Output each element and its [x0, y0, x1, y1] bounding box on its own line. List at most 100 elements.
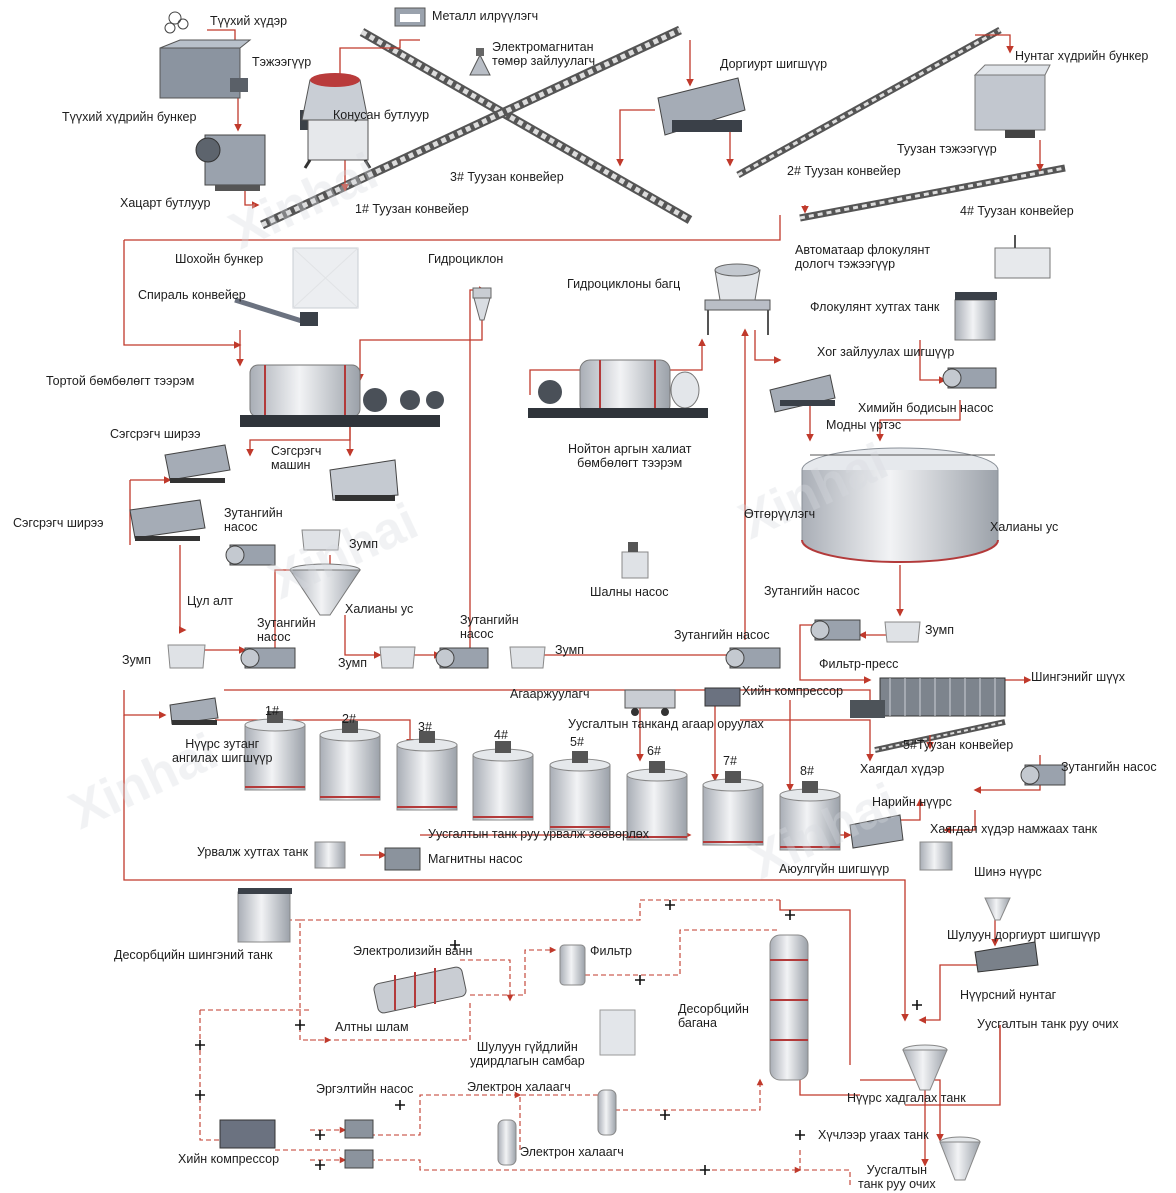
label-carbon-screen: Нүүрс зутанг ангилах шигшүүр: [172, 737, 272, 766]
label-mud-pump: Шалны насос: [590, 585, 669, 599]
valve-markers: [195, 900, 922, 1175]
raw-ore-icon: [165, 12, 188, 33]
sump-left: [168, 645, 205, 668]
reagent-tank: [315, 842, 345, 868]
label-shaking-table-2: Сэгсрэгч ширээ: [13, 516, 104, 530]
label-trash-screen: Хог зайлуулах шигшүүр: [817, 345, 954, 359]
carbon-screen: [170, 698, 218, 725]
electric-heater-1: [598, 1090, 616, 1135]
label-conveyor-5: 5#Туузан конвейер: [903, 738, 1013, 752]
label-overflow-1: Халианы ус: [345, 602, 413, 616]
slurry-pump-5: [811, 620, 860, 640]
label-tailings-tank: Хаягдал хүдэр намжаах танк: [930, 822, 1097, 836]
magnetic-pump: [385, 848, 420, 870]
label-desorption-liquid-tank: Десорбцийн шингэний танк: [114, 948, 272, 962]
label-auto-flocculant-feeder: Автоматаар флокулянт дологч тэжээгүүр: [795, 243, 930, 272]
label-aeration-note: Уусгалтын танканд агаар оруулах: [568, 717, 764, 731]
label-raw-ore-bunker: Түүхий хүдрийн бункер: [62, 110, 196, 124]
sump-2: [380, 647, 415, 668]
label-filter: Фильтр: [590, 944, 632, 958]
hydrocyclone-group: [705, 264, 770, 335]
label-circulating-pump: Эргэлтийн насос: [316, 1082, 413, 1096]
wood-chips-screen: [770, 375, 835, 412]
label-conveyor-2: 2# Туузан конвейер: [787, 164, 901, 178]
linear-control-panel: [600, 1010, 635, 1055]
electrolysis-cell: [373, 966, 467, 1014]
desorption-column: [770, 935, 808, 1080]
label-air-compressor-2: Хийн компрессор: [178, 1152, 279, 1166]
label-slurry-pump-1: Зутангийн насос: [224, 506, 283, 535]
label-overflow-2: Халианы ус: [990, 520, 1058, 534]
label-conveyor-1: 1# Туузан конвейер: [355, 202, 469, 216]
label-sump-left: Зумп: [122, 653, 151, 667]
lime-bunker: [293, 248, 358, 308]
chemical-pump: [943, 368, 996, 388]
label-carbon-storage-tank: Нүүрс хадгалах танк: [847, 1091, 966, 1105]
label-spiral-conveyor: Спираль конвейер: [138, 288, 246, 302]
label-conveyor-4: 4# Туузан конвейер: [960, 204, 1074, 218]
label-sump-1: Зумп: [349, 537, 378, 551]
label-electrolysis-cell: Электролизийн ванн: [353, 944, 472, 958]
jaw-crusher: [196, 135, 265, 191]
mud-pump: [622, 542, 648, 578]
slurry-pump-6: [1021, 765, 1065, 785]
label-wood-chips: Модны үртэс: [826, 418, 901, 432]
label-jig: Сэгсрэгч машин: [271, 444, 321, 473]
filter-press: [850, 678, 1005, 718]
label-thickener: Өтгөрүүлэгч: [744, 507, 815, 521]
rod-mill: [240, 365, 444, 427]
label-tank-2: 2#: [342, 712, 356, 726]
label-linear-control-panel: Шулуун гүйдлийн удирдлагын самбар: [470, 1040, 585, 1069]
label-linear-screen: Шулуун доргиурт шигшүүр: [947, 928, 1100, 942]
label-wet-ball-mill: Нойтон аргын халиат бөмбөлөгт тээрэм: [568, 442, 691, 471]
label-flocculant-tank: Флокулянт хутгах танк: [810, 300, 939, 314]
label-to-leaching-1: Уусгалтын танк руу очих: [977, 1017, 1119, 1031]
label-magnetic-pump: Магнитны насос: [428, 852, 522, 866]
label-rod-mill: Тортой бөмбөлөгт тээрэм: [46, 374, 194, 388]
slurry-pump-3: [436, 648, 488, 668]
label-reagent-note: Уусгалтын танк руу урвалж зөөвөрлөх: [428, 827, 649, 841]
label-chemical-pump: Химийн бодисын насос: [858, 401, 993, 415]
label-aerator: Агааржуулагч: [510, 687, 590, 701]
shaking-table-1: [165, 445, 230, 483]
hopper: [985, 898, 1010, 920]
sump-3: [510, 647, 545, 668]
label-gold-sludge: Алтны шлам: [335, 1020, 409, 1034]
label-feeder: Тэжээгүүр: [252, 55, 311, 69]
label-metal-detector: Металл илрүүлэгч: [432, 9, 538, 23]
label-tank-1: 1#: [265, 704, 279, 718]
label-slurry-pump-5: Зутангийн насос: [764, 584, 860, 598]
label-tank-5: 5#: [570, 735, 584, 749]
label-tank-4: 4#: [494, 728, 508, 742]
air-compressor-1: [705, 688, 740, 706]
label-air-compressor-1: Хийн компрессор: [742, 684, 843, 698]
label-desorption-column: Десорбцийн багана: [678, 1002, 749, 1031]
flocculant-tank: [955, 292, 997, 340]
label-acid-wash-tank: Хүчлээр угаах танк: [818, 1128, 929, 1142]
label-slurry-pump-2: Зутангийн насос: [257, 616, 316, 645]
label-tank-8: 8#: [800, 764, 814, 778]
label-belt-feeder: Туузан тэжээгүүр: [897, 142, 997, 156]
linear-screen: [975, 942, 1038, 972]
electromagnetic-iron-remover: [470, 48, 490, 75]
shaking-table-2: [130, 500, 205, 541]
acid-wash-tank: [940, 1137, 980, 1180]
label-safety-screen: Аюулгүйн шигшүүр: [779, 862, 889, 876]
label-vibrating-screen: Доргиурт шигшүүр: [720, 57, 827, 71]
label-new-carbon: Шинэ нүүрс: [974, 865, 1042, 879]
label-to-leaching-2: Уусгалтын танк руу очих: [858, 1163, 936, 1192]
air-compressor-2: [220, 1120, 275, 1148]
label-sump-4: Зумп: [925, 623, 954, 637]
label-tank-7: 7#: [723, 754, 737, 768]
label-electric-heater-2: Электрон халаагч: [520, 1145, 624, 1159]
label-slurry-pump-4: Зутангийн насос: [674, 628, 770, 642]
label-fine-ore-bunker: Нунтаг хүдрийн бункер: [1015, 49, 1148, 63]
fine-ore-bunker: [975, 65, 1050, 138]
label-sump-2: Зумп: [338, 656, 367, 670]
label-lime-bunker: Шохойн бункер: [175, 252, 263, 266]
hydrocyclone: [473, 288, 491, 320]
label-slurry-pump-3: Зутангийн насос: [460, 613, 519, 642]
label-sump-3: Зумп: [555, 643, 584, 657]
filter-vessel: [560, 945, 585, 985]
